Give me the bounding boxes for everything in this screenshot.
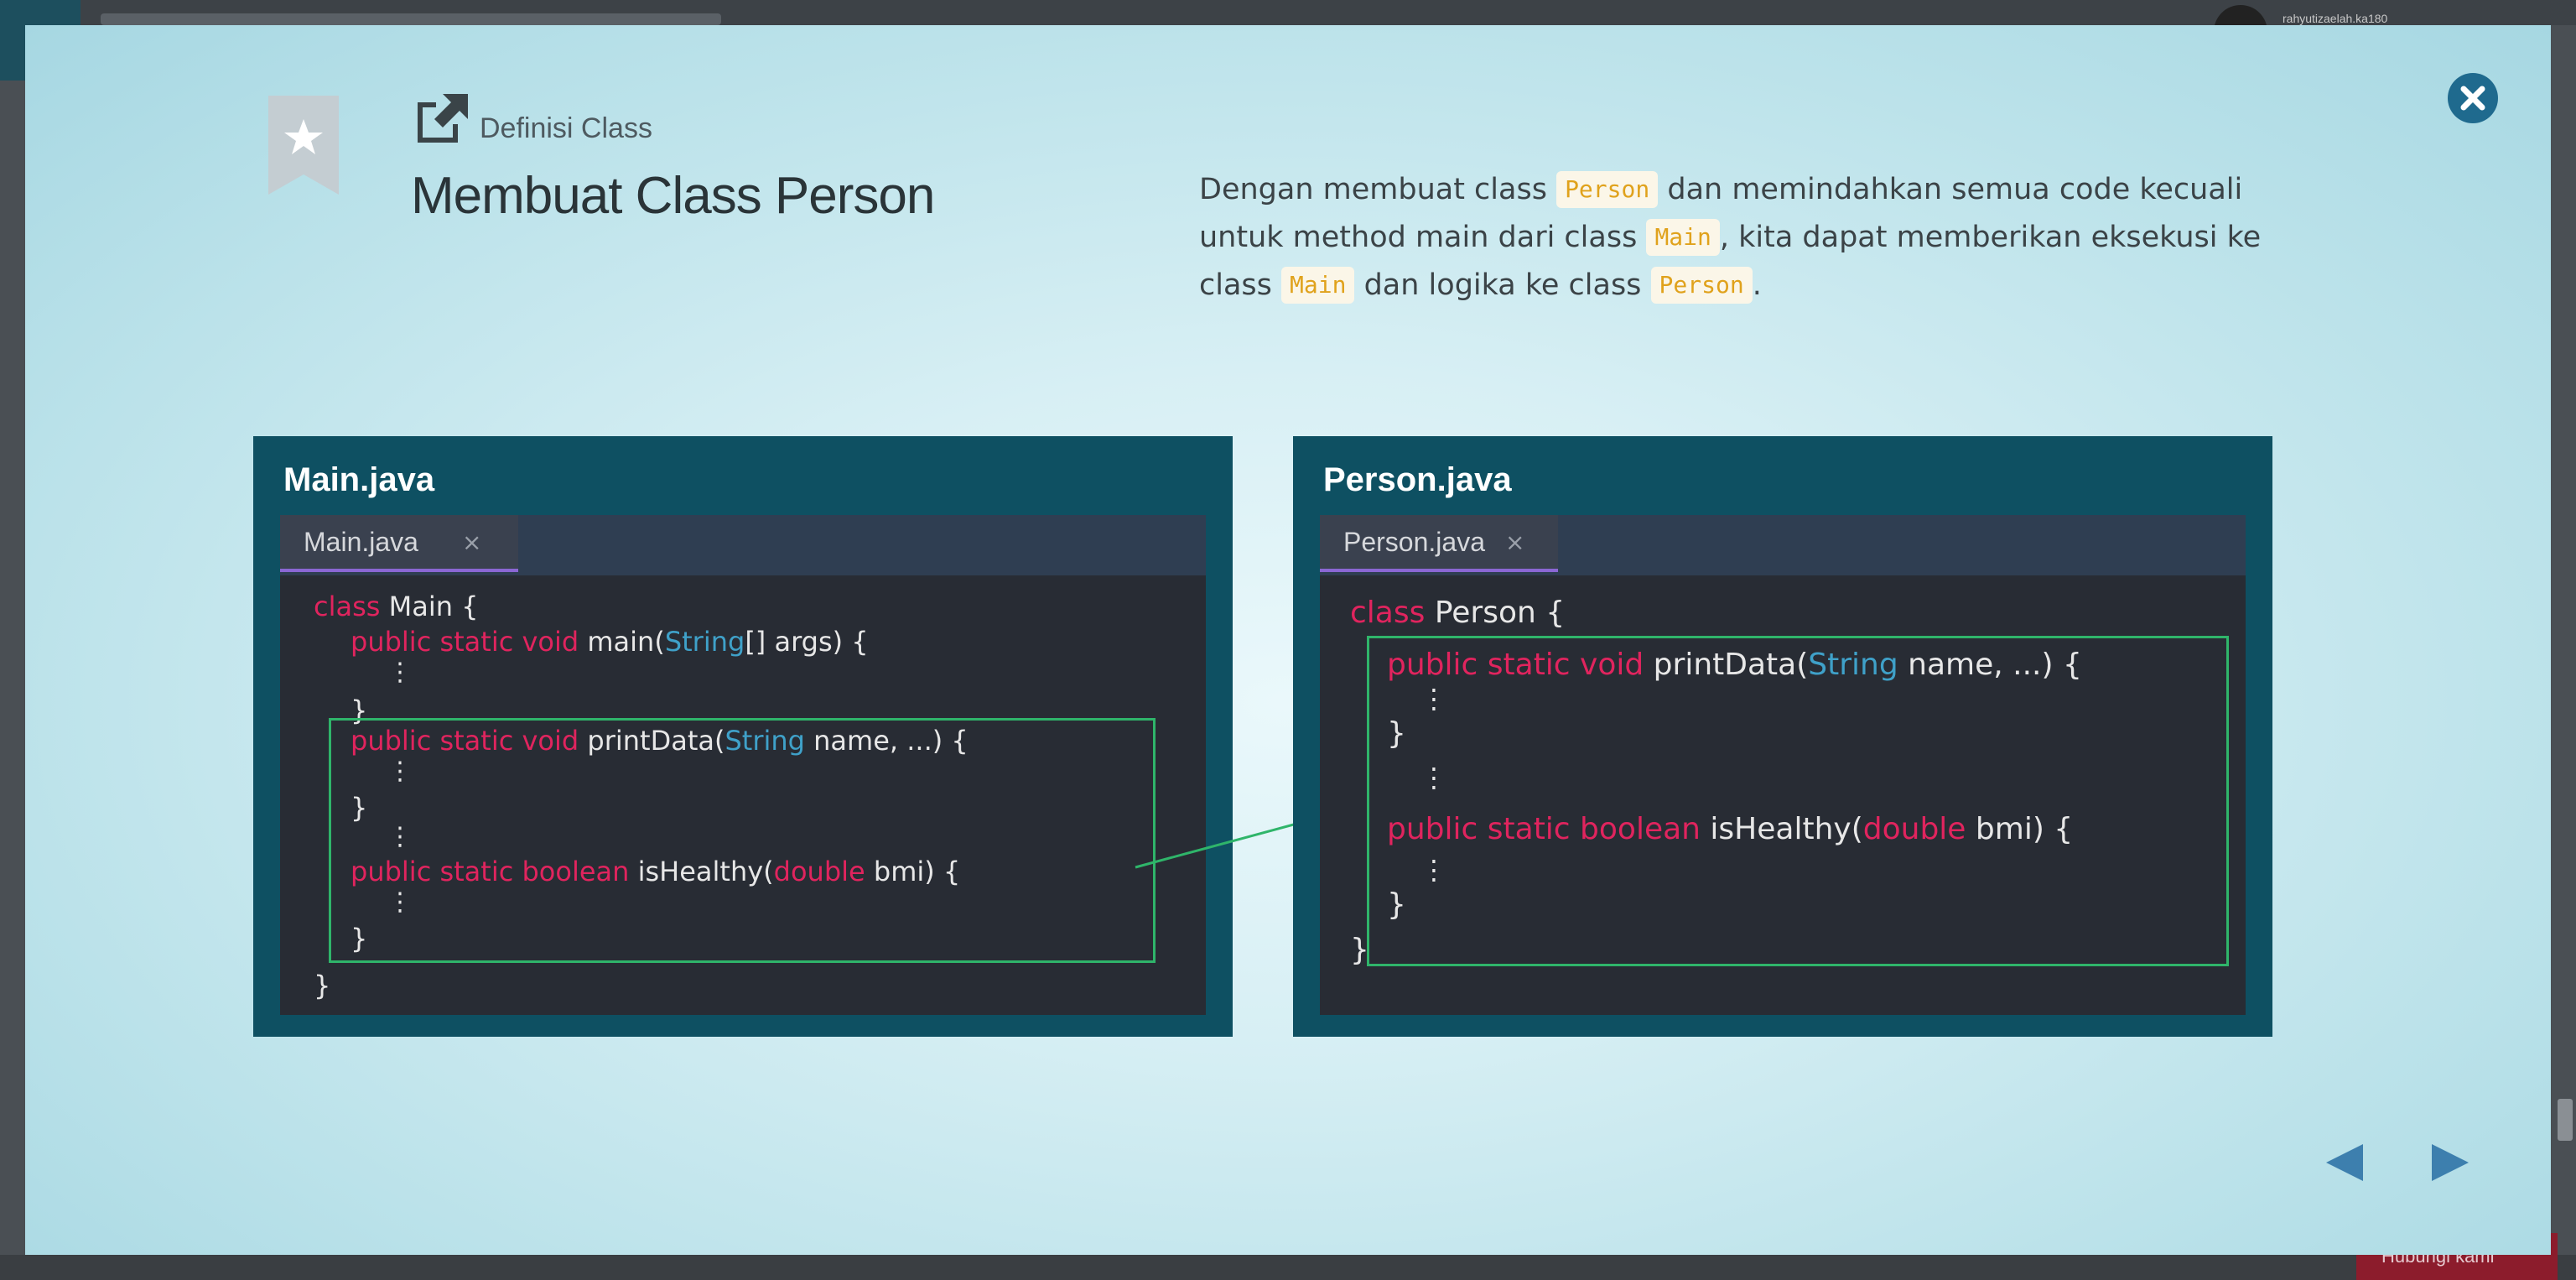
panel-title: Person.java	[1323, 461, 1512, 498]
highlight-box	[1367, 636, 2229, 966]
editor-tab[interactable]: Person.java ×	[1320, 515, 1558, 572]
triangle-left-icon[interactable]	[2323, 1141, 2366, 1184]
code-text: Main {	[380, 591, 479, 622]
code-line: }	[1350, 933, 1369, 967]
editor-tab[interactable]: Main.java ×	[280, 515, 518, 572]
app-footer	[0, 1255, 2576, 1280]
code-text: printData(	[1644, 648, 1809, 682]
code-line: public static void printData(String name…	[1387, 648, 2082, 682]
code-line: }	[314, 970, 331, 1002]
page-title: Membuat Class Person	[411, 167, 935, 225]
code-line: class Person {	[1350, 596, 1565, 630]
code-ellipsis: ⋮	[387, 658, 413, 687]
panel-title: Main.java	[283, 461, 435, 498]
code-ellipsis: ⋮	[1420, 683, 1447, 715]
section-subtitle: Definisi Class	[480, 112, 652, 144]
editor-tab-bar: Person.java ×	[1320, 515, 2246, 575]
code-text: isHealthy(	[629, 856, 774, 887]
code-type: String	[664, 626, 745, 658]
inline-code: Person	[1556, 171, 1659, 208]
code-keyword: double	[1862, 812, 1966, 846]
code-text: isHealthy(	[1700, 812, 1863, 846]
triangle-right-icon[interactable]	[2428, 1141, 2472, 1184]
tab-label: Person.java	[1343, 526, 1485, 557]
code-text: Person {	[1425, 596, 1566, 630]
code-keyword: class	[314, 591, 381, 622]
code-keyword: public static void	[351, 626, 579, 658]
person-java-panel: Person.java Person.java × class Person {…	[1293, 436, 2272, 1037]
code-keyword: public static void	[1387, 648, 1644, 682]
code-text: bmi) {	[865, 856, 961, 887]
code-line: class Main {	[314, 591, 479, 622]
highlight-box	[329, 718, 1156, 963]
description-text: dan memindahkan semua code kecuali untuk…	[1199, 173, 2243, 254]
code-line: public static boolean isHealthy(double b…	[351, 856, 960, 887]
code-ellipsis: ⋮	[387, 822, 413, 851]
description-text: , kita dapat memberikan eksekusi ke clas…	[1199, 221, 2262, 302]
code-text: bmi) {	[1966, 812, 2074, 846]
code-ellipsis: ⋮	[1420, 762, 1447, 793]
code-line: }	[351, 792, 368, 824]
tab-close-icon[interactable]: ×	[461, 528, 482, 556]
code-line: }	[1387, 887, 1406, 922]
bookmark-star-icon[interactable]	[268, 96, 339, 195]
code-editor: Person.java × class Person { public stat…	[1320, 515, 2246, 1015]
description-text: dan logika ke class	[1354, 268, 1651, 302]
code-line: }	[351, 923, 368, 955]
external-link-icon[interactable]	[413, 91, 471, 144]
code-line: public static void main(String[] args) {	[351, 626, 869, 658]
main-java-panel: Main.java Main.java × class Main { publi…	[253, 436, 1233, 1037]
username-label[interactable]: rahyutizaelah.ka180	[2283, 12, 2388, 25]
inline-code: Person	[1650, 267, 1753, 304]
code-line: public static boolean isHealthy(double b…	[1387, 812, 2073, 846]
code-keyword: public static boolean	[1387, 812, 1701, 846]
inline-code: Main	[1281, 267, 1355, 304]
tab-close-icon[interactable]: ×	[1504, 528, 1525, 556]
code-text: [] args) {	[745, 626, 869, 658]
code-ellipsis: ⋮	[1420, 854, 1447, 886]
slide-description: Dengan membuat class Person dan memindah…	[1199, 166, 2323, 310]
code-editor: Main.java × class Main { public static v…	[280, 515, 1206, 1015]
page-scrollbar[interactable]	[2558, 1099, 2573, 1141]
description-text: Dengan membuat class	[1199, 173, 1557, 206]
code-keyword: public static boolean	[351, 856, 630, 887]
inline-code: Main	[1646, 219, 1720, 256]
code-text: name, ...) {	[1898, 648, 2082, 682]
code-keyword: public static void	[351, 725, 579, 757]
close-icon[interactable]	[2447, 72, 2499, 124]
editor-tab-bar: Main.java ×	[280, 515, 1206, 575]
description-text: .	[1752, 268, 1762, 302]
code-text: name, ...) {	[804, 725, 969, 757]
code-ellipsis: ⋮	[387, 757, 413, 786]
code-text: main(	[579, 626, 665, 658]
code-line: public static void printData(String name…	[351, 725, 969, 757]
code-line: }	[1387, 716, 1406, 751]
code-type: String	[1808, 648, 1898, 682]
app-search-bar[interactable]	[101, 13, 721, 25]
tab-label: Main.java	[304, 526, 418, 557]
code-keyword: double	[773, 856, 865, 887]
code-keyword: class	[1350, 596, 1426, 630]
code-ellipsis: ⋮	[387, 887, 413, 917]
code-text: printData(	[579, 725, 725, 757]
code-type: String	[724, 725, 805, 757]
